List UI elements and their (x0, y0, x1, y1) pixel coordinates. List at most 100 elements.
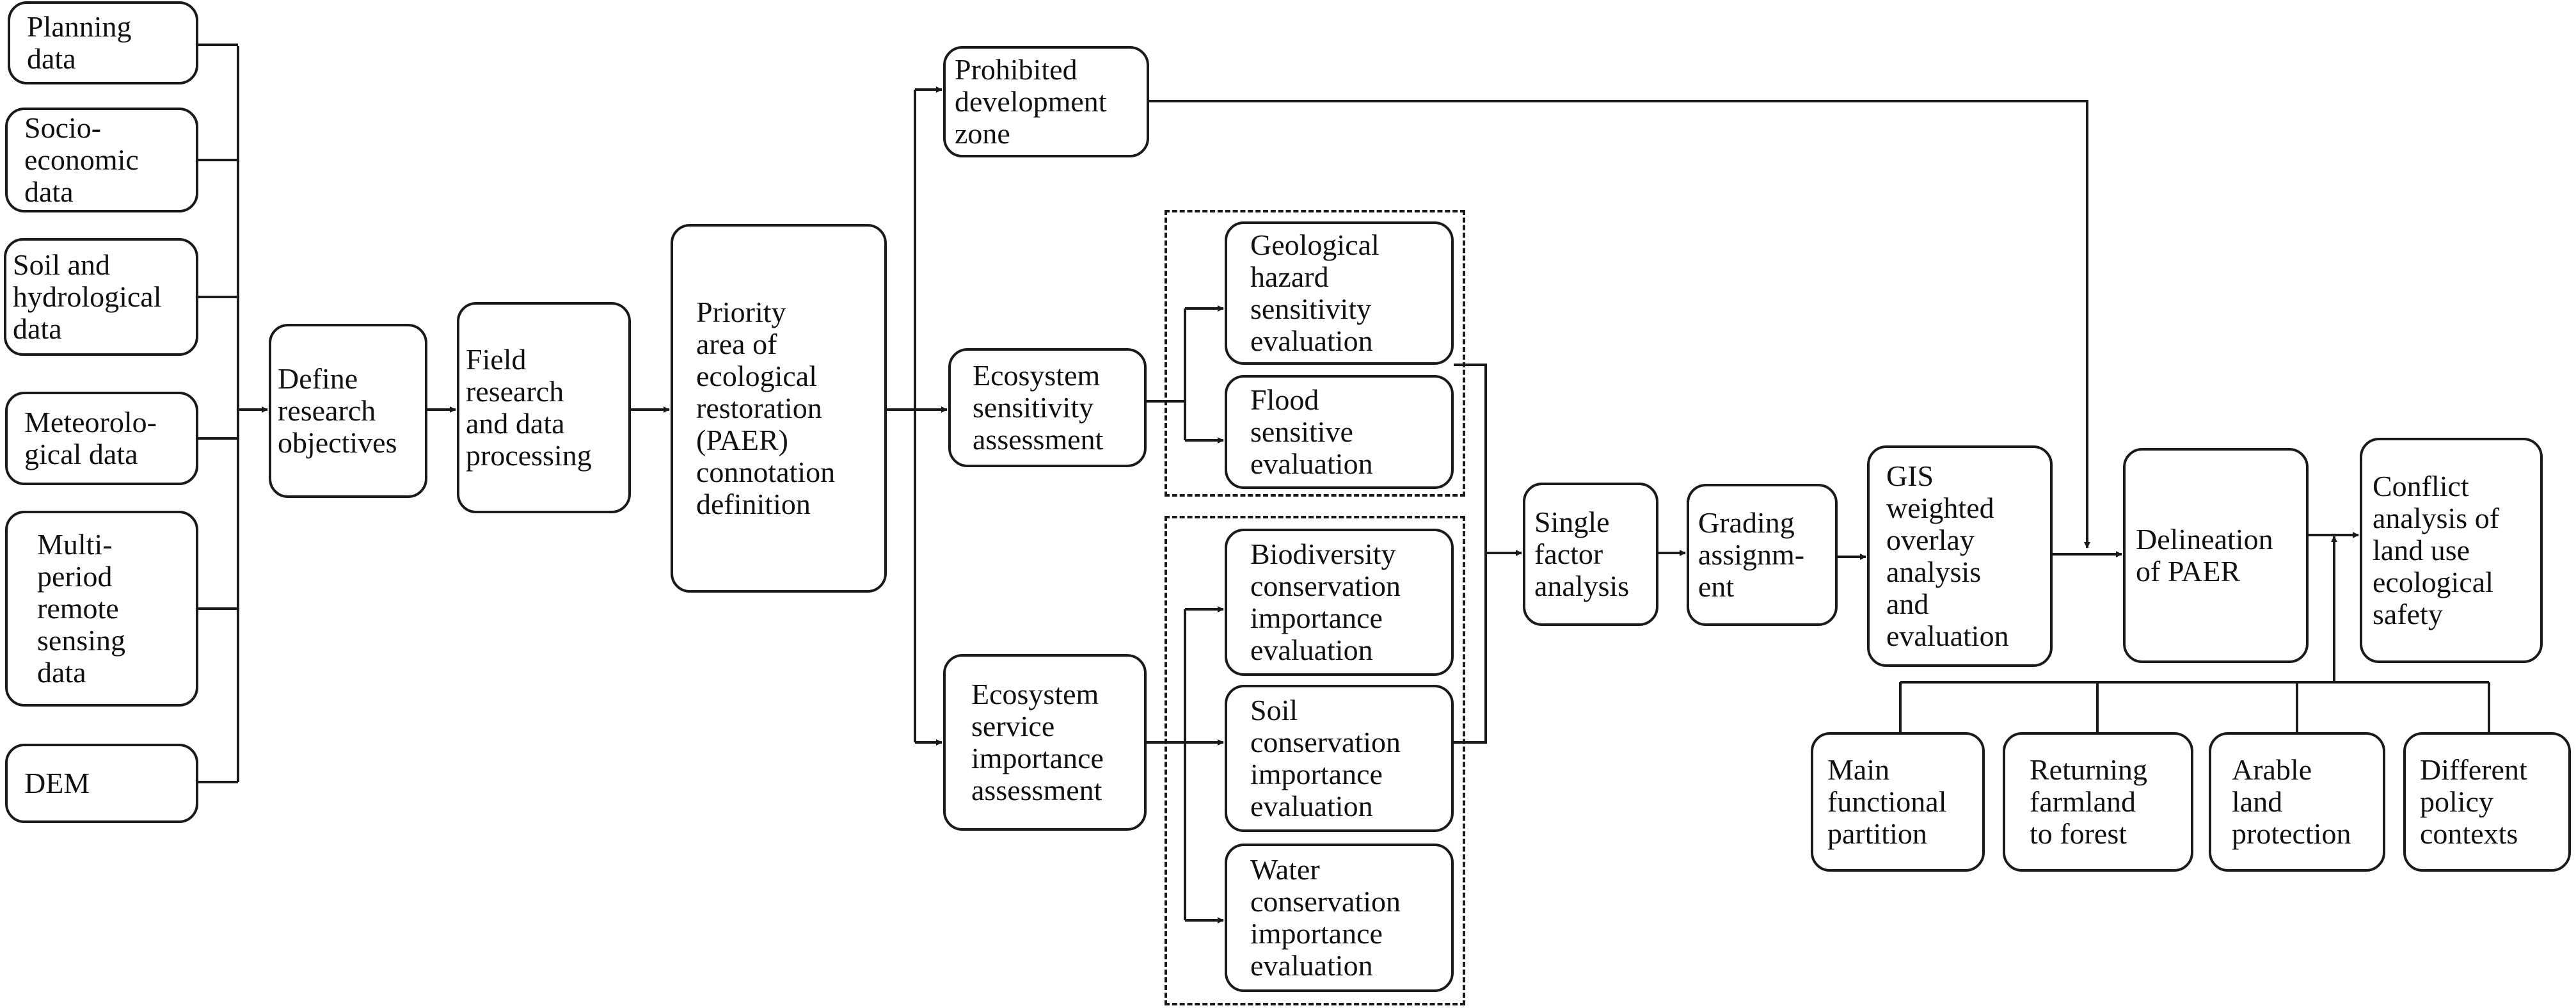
box-label-line: evaluation (1250, 790, 1373, 822)
box-label-line: analysis (1534, 570, 1630, 602)
sensitivity-group-frame (1165, 210, 1465, 497)
box-label-line: Soil and (13, 248, 111, 281)
box-label-line: Water (1250, 853, 1320, 886)
box-label-line: safety (2373, 598, 2443, 630)
box-label-line: Biodiversity (1250, 538, 1396, 570)
box-label-line: farmland (2030, 785, 2136, 818)
box-label-line: land use (2373, 534, 2470, 566)
box-label-line: research (466, 375, 564, 408)
box-label-line: GIS (1886, 460, 1934, 492)
box-label-line: protection (2232, 817, 2351, 850)
box-label-line: Flood (1250, 383, 1319, 416)
box-label-line: conservation (1250, 570, 1401, 602)
box-label-line: Arable (2232, 753, 2312, 786)
box-label-line: period (37, 560, 113, 593)
box-label-line: sensitive (1250, 415, 1353, 448)
box-label-line: development (955, 85, 1107, 118)
box-label-line: evaluation (1250, 949, 1373, 982)
box-label-line: Socio- (24, 111, 102, 144)
box-label-line: data (27, 42, 76, 75)
box-label-line: data (37, 656, 86, 689)
box-label-line: hydrological (13, 280, 162, 313)
box-label-line: Ecosystem (973, 359, 1101, 392)
box-label-line: and (1886, 588, 1929, 620)
box-label-line: importance (1250, 917, 1383, 950)
prohibited-to-delineation-line (1149, 100, 2090, 548)
box-label-line: importance (1250, 758, 1383, 790)
box-label-line: Soil (1250, 694, 1298, 726)
service-group-frame (1165, 516, 1465, 1005)
box-label-line: importance (1250, 602, 1383, 634)
box-label-line: factor (1534, 538, 1603, 570)
box-label-line: definition (696, 488, 811, 520)
box-label-line: zone (955, 117, 1010, 150)
box-label-line: overlay (1886, 524, 1975, 556)
box-label-line: gical data (24, 438, 138, 470)
box-label-line: area of (696, 328, 777, 360)
box-label-line: service (971, 710, 1055, 742)
box-label-line: restoration (696, 392, 822, 424)
box-label-line: Conflict (2373, 470, 2469, 502)
box-label-line: assessment (973, 423, 1104, 456)
box-label-line: data (24, 175, 74, 208)
box-label-line: and data (466, 407, 565, 440)
box-label-line: hazard (1250, 260, 1329, 293)
dem-box: DEM (5, 744, 198, 823)
meteorological-data-box: Meteorolo-gical data (5, 392, 198, 485)
box-label-line: processing (466, 439, 592, 472)
box-label-line: Planning (27, 10, 132, 43)
box-label-line: weighted (1886, 492, 1994, 524)
box-label-line: to forest (2030, 817, 2127, 850)
box-label-line: sensitivity (1250, 292, 1372, 325)
box-label-line: (PAER) (696, 424, 788, 456)
box-label-line: connotation (696, 456, 836, 488)
box-label-line: importance (971, 742, 1104, 774)
box-label-line: evaluation (1886, 620, 2009, 652)
box-label-line: evaluation (1250, 324, 1373, 357)
box-label-line: Geological (1250, 228, 1379, 261)
box-label-line: conservation (1250, 885, 1401, 918)
box-label-line: Multi- (37, 528, 113, 561)
box-label-line: remote (37, 592, 119, 625)
box-label-line: ecological (2373, 566, 2494, 598)
box-label-line: objectives (278, 426, 397, 459)
box-label-line: Define (278, 362, 358, 395)
box-label-line: economic (24, 143, 139, 176)
box-label-line: DEM (24, 767, 90, 799)
box-label-line: Main (1827, 753, 1890, 786)
box-label-line: policy (2420, 785, 2493, 818)
box-label-line: Field (466, 343, 527, 376)
box-label-line: contexts (2420, 817, 2518, 850)
box-label-line: Meteorolo- (24, 406, 157, 438)
box-label-line: ent (1698, 570, 1735, 603)
box-label-line: assessment (971, 774, 1102, 806)
box-label-line: of PAER (2136, 555, 2241, 588)
box-label-line: Ecosystem (971, 678, 1099, 710)
box-label-line: sensitivity (973, 391, 1094, 424)
box-label-line: Prohibited (955, 53, 1077, 86)
box-label-line: ecological (696, 360, 818, 392)
box-label-line: sensing (37, 624, 125, 657)
box-label-line: evaluation (1250, 447, 1373, 480)
box-label-line: analysis (1886, 556, 1982, 588)
